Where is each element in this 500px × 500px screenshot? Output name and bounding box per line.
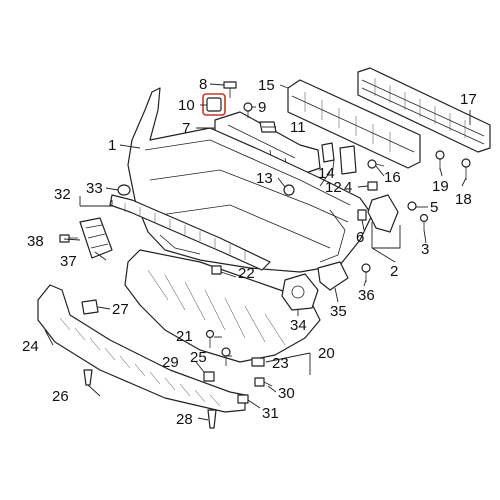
- callout-14: 14: [318, 165, 335, 182]
- part-10-highlight: [202, 93, 226, 116]
- part-6-clip: [357, 209, 367, 221]
- callout-26: 26: [52, 388, 69, 405]
- callout-4: 4: [344, 179, 352, 196]
- part-32-grille: [109, 194, 271, 271]
- part-23-clip: [251, 357, 265, 367]
- callout-8: 8: [199, 76, 207, 93]
- callout-9: 9: [258, 99, 266, 116]
- part-30-bolt: [254, 377, 273, 387]
- part-35-bracket: [317, 261, 349, 291]
- callout-28: 28: [176, 411, 193, 428]
- callout-16: 16: [384, 169, 401, 186]
- part-4-clip: [367, 181, 378, 191]
- callout-3: 3: [421, 241, 429, 258]
- callout-13: 13: [256, 170, 273, 187]
- part-2-side-bracket: [367, 194, 399, 233]
- callout-31: 31: [262, 405, 279, 422]
- part-29-clip: [203, 371, 215, 382]
- part-38-bolt: [59, 234, 78, 243]
- callout-35: 35: [330, 303, 347, 320]
- callout-18: 18: [455, 191, 472, 208]
- callout-19: 19: [432, 178, 449, 195]
- callout-11: 11: [290, 119, 306, 136]
- callout-38: 38: [27, 233, 44, 250]
- callout-5: 5: [430, 199, 438, 216]
- callout-25: 25: [190, 349, 207, 366]
- callout-22: 22: [238, 265, 255, 282]
- part-25-screw: [221, 347, 231, 366]
- part-33-emblem: [117, 184, 131, 196]
- part-26-pin: [83, 369, 93, 386]
- callout-6: 6: [356, 229, 364, 246]
- part-36-screw: [361, 263, 371, 282]
- callout-7: 7: [182, 120, 190, 137]
- part-22-clip: [211, 265, 222, 275]
- part-28-pin: [207, 409, 217, 429]
- callout-21: 21: [176, 328, 193, 345]
- callout-17: 17: [460, 91, 477, 108]
- callout-1: 1: [108, 137, 116, 154]
- part-3-screw: [419, 213, 429, 230]
- callout-37: 37: [60, 253, 77, 270]
- part-34-fog-bracket: [281, 273, 319, 311]
- callout-12: 12: [325, 179, 342, 196]
- part-13-bolt: [283, 184, 295, 196]
- callout-36: 36: [358, 287, 375, 304]
- part-31-clip: [237, 394, 249, 404]
- leader-lines: [44, 83, 471, 421]
- part-37-license-bracket: [79, 217, 113, 259]
- part-17-reinforcement-beam: [357, 67, 491, 153]
- callout-20: 20: [318, 345, 335, 362]
- callout-15: 15: [258, 77, 275, 94]
- part-5-screw: [407, 201, 417, 211]
- part-14-bracket: [321, 142, 357, 175]
- part-19-screw: [435, 150, 445, 170]
- callout-2: 2: [390, 263, 398, 280]
- callout-27: 27: [112, 301, 129, 318]
- callout-29: 29: [162, 354, 179, 371]
- callout-24: 24: [22, 338, 39, 355]
- part-10-clip: [202, 93, 226, 116]
- part-8-screw: [223, 81, 237, 98]
- part-16-screw: [367, 159, 385, 169]
- part-15-energy-absorber: [287, 79, 421, 169]
- callout-33: 33: [86, 180, 103, 197]
- callout-10: 10: [178, 97, 195, 114]
- callout-30: 30: [278, 385, 295, 402]
- part-27-clip: [81, 299, 99, 315]
- callout-23: 23: [272, 355, 289, 372]
- part-21-screw: [205, 329, 215, 348]
- callout-labels: 1 2 3 4 5 6 7 8 9 10 11 12 13 14 15 16 1…: [22, 76, 477, 428]
- callout-34: 34: [290, 317, 307, 334]
- callout-32: 32: [54, 186, 71, 203]
- part-18-screw: [461, 158, 471, 180]
